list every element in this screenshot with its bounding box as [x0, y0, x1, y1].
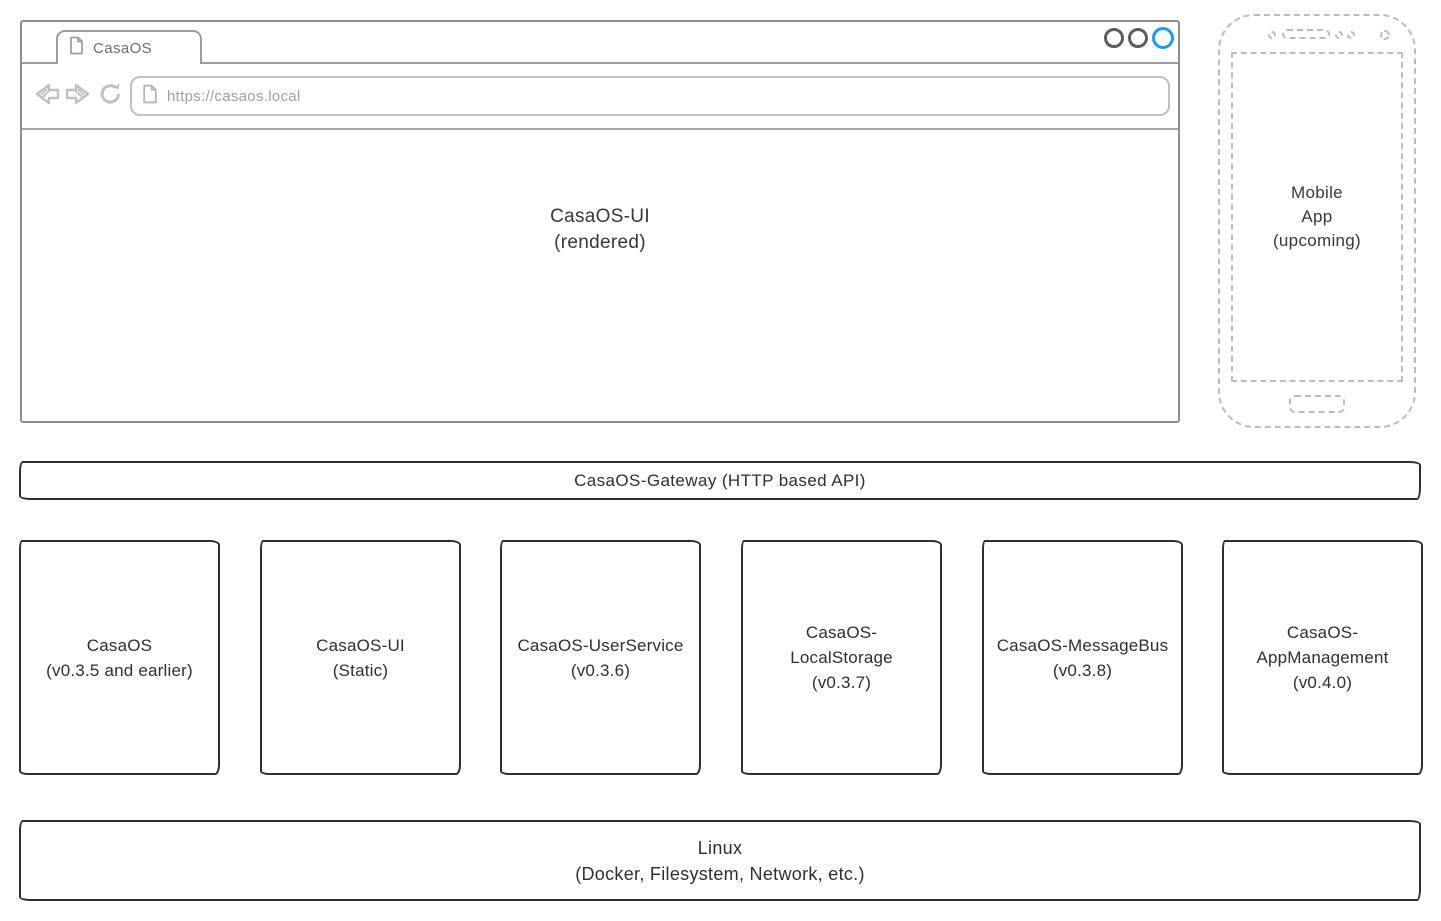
- mobile-app-label-line1: Mobile: [1291, 183, 1343, 202]
- gateway-label: CasaOS-Gateway (HTTP based API): [574, 470, 866, 490]
- service-version: (v0.3.8): [1052, 660, 1113, 680]
- service-box-casaos-legacy: CasaOS (v0.3.5 and earlier): [19, 540, 220, 775]
- service-name: CasaOS-: [1286, 623, 1359, 642]
- phone-camera-dot: [1380, 30, 1390, 40]
- service-version: (Static): [332, 660, 389, 680]
- tab-title: CasaOS: [93, 39, 153, 57]
- document-icon: [69, 36, 84, 60]
- browser-tab[interactable]: CasaOS: [56, 30, 202, 64]
- url-field[interactable]: https://casaos.local: [130, 76, 1170, 116]
- service-box-messagebus: CasaOS-MessageBus (v0.3.8): [982, 540, 1183, 775]
- browser-toolbar: https://casaos.local: [22, 64, 1178, 130]
- mobile-phone-mockup: Mobile App (upcoming): [1218, 14, 1416, 428]
- service-name: CasaOS-UI: [316, 635, 405, 655]
- window-control-circle[interactable]: [1128, 28, 1148, 48]
- service-name: LocalStorage: [790, 648, 893, 667]
- service-box-appmanagement: CasaOS- AppManagement (v0.4.0): [1222, 540, 1423, 775]
- window-control-circle-active[interactable]: [1152, 27, 1174, 49]
- service-name: CasaOS-MessageBus: [996, 635, 1169, 655]
- service-name: AppManagement: [1256, 648, 1389, 667]
- service-version: (v0.3.6): [570, 660, 631, 680]
- service-box-userservice: CasaOS-UserService (v0.3.6): [500, 540, 701, 775]
- page-content-subtitle: (rendered): [554, 232, 646, 253]
- refresh-icon[interactable]: [97, 80, 124, 112]
- window-control-circle[interactable]: [1104, 28, 1124, 48]
- phone-speaker: [1282, 29, 1330, 39]
- phone-sensor-dot: [1347, 31, 1355, 39]
- service-name: CasaOS-UserService: [517, 635, 684, 655]
- url-text: https://casaos.local: [167, 87, 301, 105]
- browser-page-content: CasaOS-UI (rendered): [22, 132, 1178, 421]
- back-arrow-icon[interactable]: [31, 79, 61, 114]
- service-box-casaos-ui: CasaOS-UI (Static): [260, 540, 461, 775]
- gateway-bar: CasaOS-Gateway (HTTP based API): [19, 461, 1421, 500]
- service-name: CasaOS-: [805, 623, 878, 642]
- service-name: CasaOS: [86, 635, 153, 655]
- phone-sensor-dot: [1335, 31, 1343, 39]
- browser-window: CasaOS: [20, 20, 1180, 423]
- window-controls: [1104, 27, 1174, 49]
- document-icon: [142, 84, 158, 109]
- page-content-title: CasaOS-UI: [550, 206, 650, 227]
- forward-arrow-icon[interactable]: [64, 79, 94, 114]
- phone-screen: Mobile App (upcoming): [1231, 52, 1403, 382]
- tab-bar-line: [22, 62, 1178, 64]
- service-box-localstorage: CasaOS- LocalStorage (v0.3.7): [741, 540, 942, 775]
- service-version: (v0.3.7): [811, 673, 872, 692]
- os-details: (Docker, Filesystem, Network, etc.): [575, 863, 865, 884]
- phone-camera-dot: [1268, 31, 1276, 39]
- service-version: (v0.3.5 and earlier): [46, 660, 193, 680]
- mobile-app-label-line2: App: [1301, 207, 1333, 226]
- os-bar: Linux (Docker, Filesystem, Network, etc.…: [19, 820, 1421, 901]
- service-version: (v0.4.0): [1292, 673, 1353, 692]
- mobile-app-label-line3: (upcoming): [1272, 231, 1362, 250]
- nav-icons: [31, 79, 124, 114]
- os-name: Linux: [697, 837, 743, 858]
- phone-home-button: [1289, 395, 1345, 413]
